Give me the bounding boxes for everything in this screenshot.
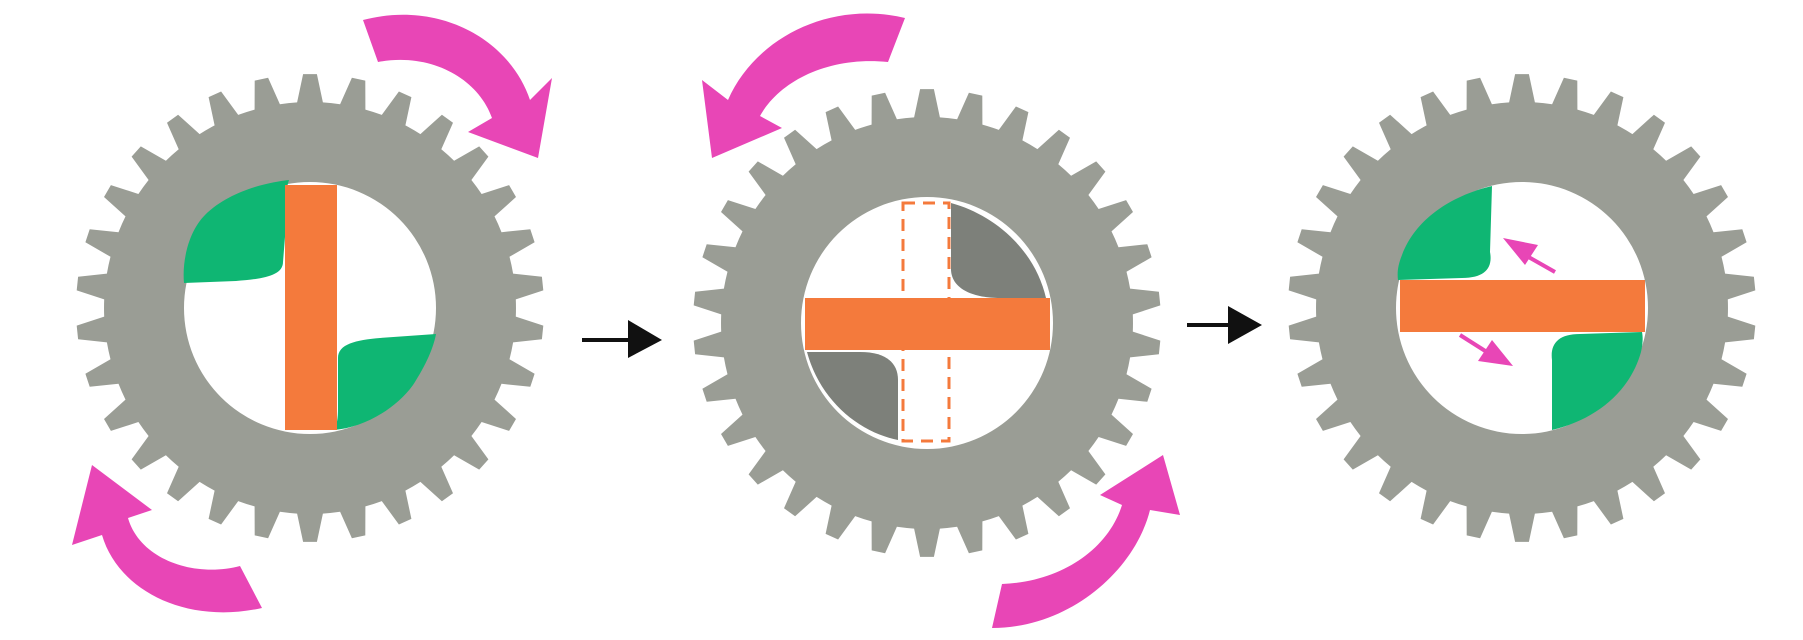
counterclockwise-rotation-arrow-icon [702, 13, 905, 158]
gear-1-lobe-top-left [183, 180, 289, 283]
gear-3-body [1288, 74, 1756, 542]
gear-1 [76, 74, 544, 542]
gear-2-lobe-bottom-left [807, 352, 898, 440]
gear-1-body [76, 74, 544, 542]
clockwise-rotation-arrow-icon [363, 14, 552, 158]
gear-2-shaded-lobes [807, 203, 1046, 440]
gear-3-locking-bar [1400, 280, 1645, 332]
gear-2 [693, 89, 1161, 557]
gear-2-lobe-top-right [951, 203, 1046, 298]
step-arrow-icon [582, 320, 662, 358]
gear-3-lobes [1397, 186, 1643, 430]
clockwise-rotation-arrow-icon [72, 465, 262, 613]
gear-1-locking-bar [285, 185, 337, 430]
squeeze-arrow-icon [1503, 238, 1556, 274]
gear-3 [1288, 74, 1756, 542]
gear-1-lobe-bottom-right [334, 334, 436, 430]
squeeze-arrow-icon [1458, 333, 1513, 366]
gear-2-body [693, 89, 1161, 557]
gear-3-lobe-top-left [1397, 186, 1492, 280]
counterclockwise-rotation-arrow-icon [992, 455, 1180, 628]
step-arrow-icon [1187, 306, 1262, 344]
gear-3-lobe-bottom-right [1551, 332, 1643, 430]
gear-2-locking-bar [805, 298, 1050, 350]
gear-1-lobes [183, 180, 436, 430]
